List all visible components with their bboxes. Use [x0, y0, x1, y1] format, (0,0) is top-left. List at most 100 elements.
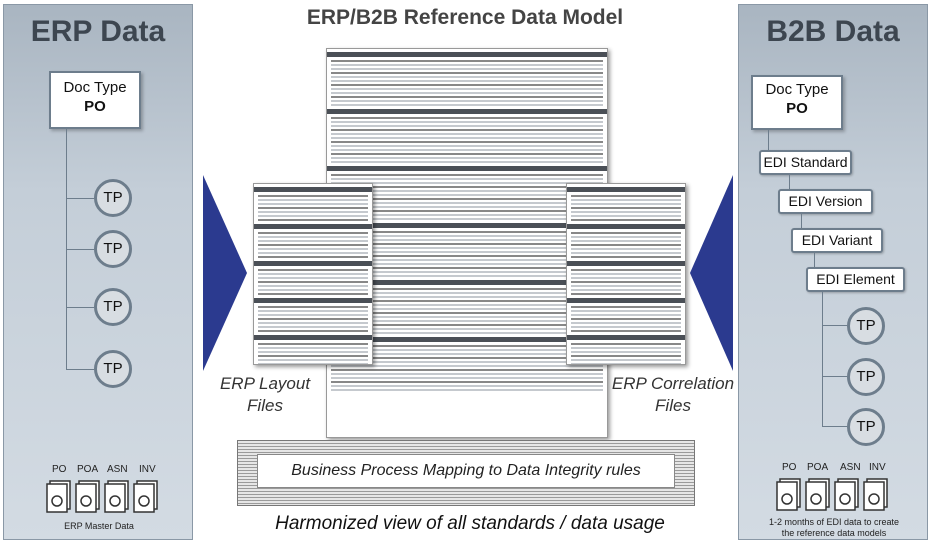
- b2b-doc-type-labels: PO POA ASN INV: [739, 462, 929, 476]
- sheet-row: [331, 263, 603, 265]
- sheet-row: [258, 244, 368, 246]
- erp-tp-node: TP: [94, 288, 132, 326]
- edi-standard-box: EDI Standard: [759, 150, 852, 175]
- sheet-row: [571, 252, 681, 254]
- sheet-row: [571, 351, 681, 353]
- diagram-title: ERP/B2B Reference Data Model: [306, 6, 624, 29]
- erp-doctype-label: Doc Type: [63, 79, 127, 96]
- sheet-row: [331, 76, 603, 78]
- sheet-row: [331, 312, 603, 314]
- sheet-row: [571, 248, 681, 250]
- erp-doc-label: INV: [139, 464, 156, 475]
- sheet-row: [258, 330, 368, 332]
- sheet-row: [571, 219, 681, 221]
- sheet-row: [258, 351, 368, 353]
- b2b-data-title: B2B Data: [766, 15, 900, 48]
- sheet-row: [258, 252, 368, 254]
- sheet-row: [571, 363, 681, 364]
- sheet-row: [571, 293, 681, 295]
- sheet-row: [571, 343, 681, 345]
- sheet-row: [571, 256, 681, 258]
- sheet-row: [331, 349, 603, 351]
- sheet-row: [331, 267, 603, 269]
- erp-doc-type-labels: PO POA ASN INV: [4, 464, 194, 478]
- sheet-row: [571, 289, 681, 291]
- sheet-row: [258, 195, 368, 197]
- sheet-row: [331, 133, 603, 135]
- sheet-row: [331, 182, 603, 184]
- sheet-section-bar: [254, 298, 372, 303]
- sheet-row: [571, 199, 681, 201]
- sheet-row: [331, 210, 603, 212]
- b2b-tree-line: [789, 175, 790, 189]
- b2b-tree-line: [822, 292, 823, 426]
- sheet-row: [258, 207, 368, 209]
- sheet-row: [571, 310, 681, 312]
- erp-tp-node: TP: [94, 179, 132, 217]
- sheet-row: [571, 359, 681, 361]
- sheet-row: [331, 328, 603, 330]
- sheet-row: [331, 218, 603, 220]
- edi-version-box: EDI Version: [778, 189, 873, 214]
- sheet-section-bar: [327, 223, 607, 228]
- sheet-row: [331, 206, 603, 208]
- sheet-row: [571, 347, 681, 349]
- sheet-row: [331, 304, 603, 306]
- b2b-doc-label: PO: [782, 462, 797, 473]
- b2b-caption-line1: 1-2 months of EDI data to create: [768, 517, 900, 527]
- erp-tp-node: TP: [94, 230, 132, 268]
- sheet-row: [331, 104, 603, 106]
- sheet-row: [331, 68, 603, 70]
- sheet-row: [258, 232, 368, 234]
- b2b-data-panel: B2B Data Doc Type PO EDI Standard EDI Ve…: [738, 4, 928, 540]
- b2b-doc-label: POA: [807, 462, 829, 473]
- sheet-row: [258, 256, 368, 258]
- sheet-row: [331, 389, 603, 391]
- reference-data-sheet: [326, 48, 608, 438]
- erp-tree-branch: [66, 307, 94, 308]
- erp-correlation-files-line1: ERP Correlation: [611, 374, 735, 393]
- sheet-row: [331, 239, 603, 241]
- sheet-row: [258, 277, 368, 279]
- sheet-row: [571, 211, 681, 213]
- sheet-row: [258, 285, 368, 287]
- sheet-row: [258, 322, 368, 324]
- sheet-row: [331, 80, 603, 82]
- sheet-row: [331, 324, 603, 326]
- sheet-row: [331, 117, 603, 119]
- sheet-row: [258, 203, 368, 205]
- b2b-tree-line: [768, 130, 769, 150]
- sheet-row: [331, 271, 603, 273]
- sheet-row: [331, 121, 603, 123]
- sheet-row: [331, 288, 603, 290]
- erp-doc-label: ASN: [107, 464, 128, 475]
- sheet-row: [331, 100, 603, 102]
- sheet-row: [258, 355, 368, 357]
- erp-tp-node: TP: [94, 350, 132, 388]
- sheet-row: [331, 369, 603, 371]
- sheet-row: [571, 355, 681, 357]
- b2b-tp-node: TP: [847, 408, 885, 446]
- b2b-document-stack-icons: [776, 478, 888, 511]
- sheet-row: [331, 92, 603, 94]
- sheet-row: [331, 129, 603, 131]
- sheet-row: [571, 314, 681, 316]
- edi-variant-box: EDI Variant: [791, 228, 883, 253]
- sheet-section-bar: [567, 187, 685, 192]
- sheet-row: [258, 363, 368, 364]
- sheet-row: [571, 322, 681, 324]
- erp-layout-file-sheet: [253, 183, 373, 365]
- sheet-row: [331, 125, 603, 127]
- sheet-row: [258, 314, 368, 316]
- sheet-row: [571, 277, 681, 279]
- sheet-row: [331, 231, 603, 233]
- sheet-row: [331, 88, 603, 90]
- sheet-section-bar: [254, 335, 372, 340]
- sheet-row: [331, 243, 603, 245]
- erp-data-title: ERP Data: [30, 15, 166, 48]
- sheet-row: [258, 199, 368, 201]
- sheet-row: [571, 306, 681, 308]
- sheet-row: [331, 259, 603, 261]
- erp-tree-branch: [66, 198, 94, 199]
- sheet-row: [258, 269, 368, 271]
